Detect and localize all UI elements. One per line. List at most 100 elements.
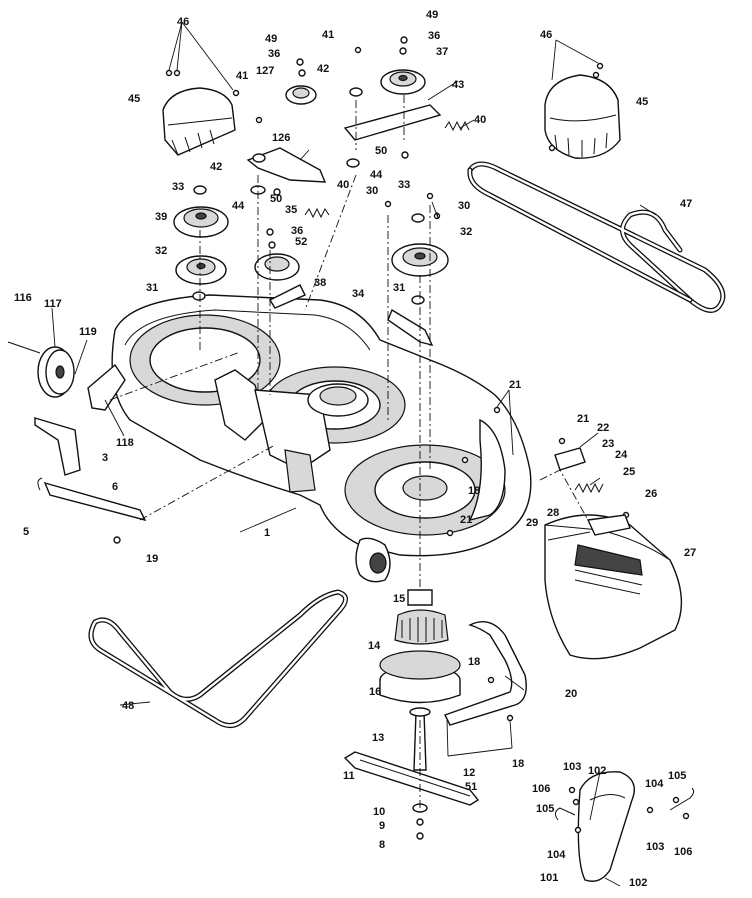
- guard-101: [577, 771, 635, 882]
- callout-32-left: 32: [155, 245, 167, 257]
- callout-27: 27: [684, 547, 696, 559]
- callout-106-right: 106: [674, 846, 692, 858]
- hardware-101-group: [554, 786, 695, 834]
- bolt-116: [7, 341, 41, 354]
- belt-47: [467, 161, 726, 313]
- pulley-32-left: [175, 255, 227, 285]
- callout-30-left: 30: [366, 185, 378, 197]
- deck-cover-left: [162, 87, 236, 156]
- callout-36-mid: 36: [291, 225, 303, 237]
- callout-12: 12: [463, 767, 475, 779]
- mower-deck-housing: [111, 294, 532, 583]
- callout-21-right: 21: [577, 413, 589, 425]
- callout-20: 20: [565, 688, 577, 700]
- callout-103-left: 103: [563, 761, 581, 773]
- callout-25: 25: [623, 466, 635, 478]
- callout-18-deck: 18: [468, 485, 480, 497]
- callout-42-mid: 42: [317, 63, 329, 75]
- callout-43: 43: [452, 79, 464, 91]
- pulley-37: [380, 69, 426, 95]
- callout-127: 127: [256, 65, 274, 77]
- callout-33-left: 33: [172, 181, 184, 193]
- callout-21-upper: 21: [509, 379, 521, 391]
- callout-117: 117: [44, 298, 62, 310]
- assembly-centerlines: [109, 95, 589, 808]
- callout-106-left: 106: [532, 783, 550, 795]
- callout-105-right: 105: [668, 770, 686, 782]
- callout-19: 19: [146, 553, 158, 565]
- bracket-22: [554, 447, 586, 471]
- callout-29: 29: [526, 517, 538, 529]
- callout-18-lower: 18: [512, 758, 524, 770]
- pulley-52: [254, 253, 300, 281]
- callout-39: 39: [155, 211, 167, 223]
- callout-49-right: 49: [426, 9, 438, 21]
- bracket-38: [268, 284, 306, 309]
- callout-45-left: 45: [128, 93, 140, 105]
- deflector-bracket-20: [444, 621, 527, 726]
- callout-31-right: 31: [393, 282, 405, 294]
- spring-25: [574, 482, 604, 494]
- callout-13: 13: [372, 732, 384, 744]
- bracket-34: [387, 308, 434, 347]
- callout-102-bottom: 102: [629, 877, 647, 889]
- callout-47: 47: [680, 198, 692, 210]
- idler-bracket-126: [246, 147, 327, 183]
- callout-8: 8: [379, 839, 385, 851]
- discharge-chute-27: [544, 514, 683, 660]
- callout-44-left: 44: [232, 200, 245, 212]
- callout-36-top-left: 36: [268, 48, 280, 60]
- callout-31-left: 31: [146, 282, 158, 294]
- deck-cover-right: [544, 74, 621, 159]
- callout-38: 38: [314, 277, 326, 289]
- hanger-bracket-3: [34, 417, 81, 476]
- callout-48: 48: [122, 700, 134, 712]
- callout-labels: 46 45 41 49 36 127 41 42 126 33 44 50 40…: [14, 9, 696, 889]
- callout-22: 22: [597, 422, 609, 434]
- idler-arm-43: [343, 104, 442, 141]
- callout-37: 37: [436, 46, 448, 58]
- callout-33-right: 33: [398, 179, 410, 191]
- spindle-assembly: [379, 589, 461, 771]
- callout-104-left: 104: [547, 849, 566, 861]
- hardware: [113, 36, 630, 840]
- callout-30-right: 30: [458, 200, 470, 212]
- callout-116: 116: [14, 292, 32, 304]
- callout-9: 9: [379, 820, 385, 832]
- spring-40-right: [444, 120, 470, 132]
- callout-5: 5: [23, 526, 29, 538]
- callout-1: 1: [264, 527, 270, 539]
- callout-50-right: 50: [375, 145, 387, 157]
- callout-24: 24: [615, 449, 628, 461]
- callout-21-lower: 21: [460, 514, 472, 526]
- front-link-6: [37, 477, 147, 522]
- callout-41-left: 41: [236, 70, 248, 82]
- pulley-127: [285, 85, 317, 105]
- callout-126: 126: [272, 132, 290, 144]
- callout-14: 14: [368, 640, 381, 652]
- callout-45-right: 45: [636, 96, 648, 108]
- callout-3: 3: [102, 452, 108, 464]
- callout-50-left: 50: [270, 193, 282, 205]
- callout-40-left: 40: [337, 179, 349, 191]
- callout-104-right: 104: [645, 778, 664, 790]
- callout-18-bracket: 18: [468, 656, 480, 668]
- callout-15: 15: [393, 593, 405, 605]
- callout-44-right: 44: [370, 169, 383, 181]
- callout-102-top: 102: [588, 765, 606, 777]
- callout-28: 28: [547, 507, 559, 519]
- callout-41-mid: 41: [322, 29, 334, 41]
- pulley-39: [173, 206, 229, 238]
- callout-11: 11: [343, 770, 355, 782]
- callout-119: 119: [79, 326, 97, 338]
- bracket-118: [87, 363, 126, 411]
- pulley-32-right: [391, 243, 449, 277]
- callout-10: 10: [373, 806, 385, 818]
- callout-101: 101: [540, 872, 558, 884]
- callout-51: 51: [465, 781, 477, 793]
- callout-35: 35: [285, 204, 297, 216]
- callout-34: 34: [352, 288, 365, 300]
- callout-42-left: 42: [210, 161, 222, 173]
- deflector-28: [547, 514, 631, 541]
